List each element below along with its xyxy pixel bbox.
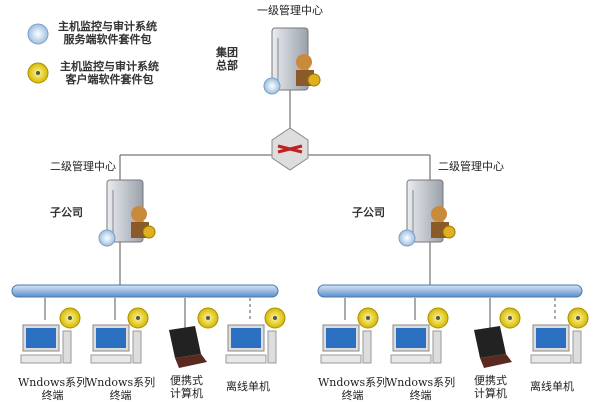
legend-icons xyxy=(27,23,49,84)
router-icon xyxy=(271,127,309,171)
right-site-label: 子公司 xyxy=(352,206,385,219)
device-line: 终端 xyxy=(109,389,132,402)
client-disc-icon xyxy=(264,307,286,329)
site-line: 总部 xyxy=(216,59,238,72)
client-disc-icon xyxy=(197,307,219,329)
device-line: 便携式 xyxy=(474,374,507,387)
top-center-title: 一级管理中心 xyxy=(257,4,323,17)
left-server-icon xyxy=(98,179,156,247)
device-line: 终端 xyxy=(341,389,364,402)
device-label: Wndows系列终端 xyxy=(18,376,87,402)
device-label: 离线单机 xyxy=(530,380,574,393)
legend-line: 主机监控与审计系统 xyxy=(58,20,157,33)
device-label: 离线单机 xyxy=(226,380,270,393)
offline-desktop-icon xyxy=(225,324,277,364)
server-package-disc-icon xyxy=(27,23,49,45)
device-label: 便携式计算机 xyxy=(170,374,203,400)
right-server-icon xyxy=(398,179,456,247)
legend-client-label: 主机监控与审计系统客户端软件套件包 xyxy=(60,60,159,86)
device-line: Wndows系列 xyxy=(386,376,456,389)
desktop-icon xyxy=(20,324,72,364)
legend-line: 主机监控与审计系统 xyxy=(60,60,159,73)
legend-line: 客户端软件套件包 xyxy=(65,73,154,86)
left-center-title: 二级管理中心 xyxy=(50,160,116,173)
client-disc-icon xyxy=(499,307,521,329)
top-server-icon xyxy=(263,27,321,95)
client-disc-icon xyxy=(427,307,449,329)
client-disc-icon xyxy=(127,307,149,329)
device-label: Wndows系列终端 xyxy=(318,376,387,402)
device-line: Wndows系列 xyxy=(318,376,388,389)
client-disc-icon xyxy=(567,307,589,329)
client-disc-icon xyxy=(59,307,81,329)
offline-desktop-icon xyxy=(530,324,582,364)
site-line: 集团 xyxy=(216,46,238,59)
device-line: 计算机 xyxy=(474,387,507,400)
device-line: Wndows系列 xyxy=(18,376,88,389)
right-center-title: 二级管理中心 xyxy=(438,160,504,173)
left-network-bus xyxy=(11,284,279,298)
left-devices xyxy=(20,307,286,368)
desktop-icon xyxy=(90,324,142,364)
left-site-label: 子公司 xyxy=(50,206,83,219)
device-label: Wndows系列终端 xyxy=(386,376,455,402)
device-line: 终端 xyxy=(409,389,432,402)
client-package-disc-icon xyxy=(27,62,49,84)
laptop-icon xyxy=(169,326,207,368)
laptop-icon xyxy=(474,326,512,368)
device-line: 离线单机 xyxy=(530,380,574,393)
right-network-bus xyxy=(317,284,583,298)
device-line: 计算机 xyxy=(170,387,203,400)
desktop-icon xyxy=(320,324,372,364)
legend-line: 服务端软件套件包 xyxy=(63,33,152,46)
desktop-icon xyxy=(390,324,442,364)
right-devices xyxy=(320,307,589,368)
client-disc-icon xyxy=(357,307,379,329)
device-line: Wndows系列 xyxy=(86,376,156,389)
device-label: 便携式计算机 xyxy=(474,374,507,400)
device-label: Wndows系列终端 xyxy=(86,376,155,402)
device-line: 终端 xyxy=(41,389,64,402)
device-line: 便携式 xyxy=(170,374,203,387)
legend-server-label: 主机监控与审计系统服务端软件套件包 xyxy=(58,20,157,46)
device-line: 离线单机 xyxy=(226,380,270,393)
top-site-label: 集团总部 xyxy=(216,46,238,72)
